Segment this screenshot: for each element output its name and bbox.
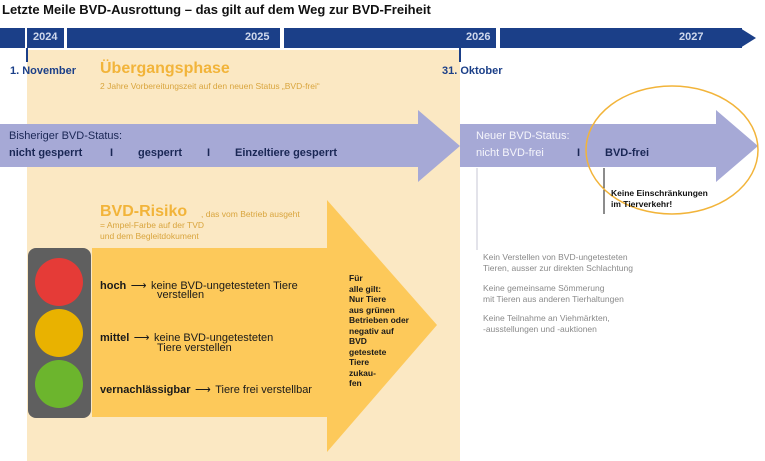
risk-row-negligible: vernachlässigbar ⟶ Tiere frei verstellba… — [100, 380, 312, 398]
all-rule-line: Für — [349, 273, 363, 283]
old-status-not-blocked: nicht gesperrt — [9, 147, 83, 159]
new-status-not-bvd-free: nicht BVD-frei — [476, 147, 544, 159]
risk-level-label: hoch — [100, 280, 127, 292]
all-rule-line: getestete — [349, 346, 387, 357]
timeline-segment-2026 — [284, 28, 496, 48]
all-rule-line: zukau- — [349, 367, 376, 378]
risk-rule-text-cont: verstellen — [157, 289, 205, 301]
page-title: Letzte Meile BVD-Ausrottung – das gilt a… — [2, 2, 431, 17]
restriction-line: Keine gemeinsame Sömmerung — [483, 283, 605, 293]
bvd-frei-highlight-ellipse — [585, 85, 759, 215]
bvd-free-note: Keine Einschränkungen im Tierverkehr! — [611, 188, 708, 210]
restriction-item: Kein Verstellen von BVD-ungetesteten Tie… — [483, 252, 633, 274]
timeline-segment-2027 — [500, 28, 742, 48]
all-rule-text: Für alle gilt: Nur Tiere aus grünen Betr… — [349, 273, 409, 389]
restriction-line: Kein Verstellen von BVD-ungetesteten — [483, 252, 628, 262]
new-status-arrow — [460, 110, 758, 182]
risk-rule-text: Tiere frei verstellbar — [215, 384, 312, 396]
arrow-icon: ⟶ — [194, 384, 211, 396]
new-status-bvd-free: BVD-frei — [605, 147, 650, 159]
transition-phase-title: Übergangsphase — [100, 60, 230, 77]
timeline-segment — [0, 28, 25, 48]
status-separator: I — [207, 147, 211, 159]
risk-rule-text: keine BVD-ungetesteten Tiere — [150, 280, 298, 292]
risk-level-label: mittel — [100, 332, 130, 344]
start-date-label: 1. November — [10, 65, 77, 77]
risk-row-high: hoch ⟶ keine BVD-ungetesteten Tiere — [100, 276, 298, 294]
restriction-line: Keine Teilnahme an Viehmärkten, — [483, 313, 610, 323]
all-rule-line: Nur Tiere — [349, 294, 387, 304]
restriction-item: Keine gemeinsame Sömmerung mit Tieren au… — [483, 283, 624, 305]
all-rule-line: alle gilt: — [349, 283, 382, 294]
green-lamp-icon — [35, 360, 83, 408]
old-status-arrow — [0, 110, 460, 182]
old-status-blocked: gesperrt — [138, 147, 183, 159]
end-date-tick — [459, 48, 461, 62]
all-rule-line: Tiere — [349, 357, 370, 367]
risk-rule-text-cont: Tiere verstellen — [157, 342, 232, 354]
year-label-2024: 2024 — [33, 31, 58, 43]
timeline-arrowhead — [740, 28, 756, 48]
timeline-segment-2025 — [67, 28, 280, 48]
risk-arrow — [92, 200, 437, 452]
risk-subtitle-line: = Ampel-Farbe auf der TVD — [100, 220, 205, 230]
year-label-2025: 2025 — [245, 31, 270, 43]
new-status-heading: Neuer BVD-Status: — [476, 130, 570, 142]
all-rule-line: aus grünen — [349, 304, 395, 315]
risk-subtitle-line: und dem Begleitdokument — [100, 231, 199, 241]
restriction-line: Tieren, ausser zur direkten Schlachtung — [483, 263, 633, 273]
restriction-line: -ausstellungen und -auktionen — [483, 324, 597, 334]
end-date-label: 31. Oktober — [442, 65, 503, 77]
risk-title-note: , das vom Betrieb ausgeht — [201, 209, 300, 219]
risk-level-label: vernachlässigbar — [100, 384, 191, 396]
transition-phase-subtitle: 2 Jahre Vorbereitungszeit auf den neuen … — [100, 81, 320, 91]
timeline-segment-2024 — [27, 28, 64, 48]
timeline-bar: 2024 2025 2026 2027 — [0, 28, 765, 50]
restriction-item: Keine Teilnahme an Viehmärkten, -ausstel… — [483, 313, 610, 335]
arrow-icon: ⟶ — [130, 280, 147, 292]
start-date-tick — [26, 48, 28, 62]
status-separator: I — [577, 147, 581, 159]
old-status-single-animals-blocked: Einzeltiere gesperrt — [235, 147, 338, 159]
arrow-icon: ⟶ — [133, 332, 150, 344]
traffic-light — [28, 248, 91, 418]
all-rule-line: Betrieben oder — [349, 315, 409, 325]
year-label-2026: 2026 — [466, 31, 491, 43]
red-lamp-icon — [35, 258, 83, 306]
bvd-free-note-line: Keine Einschränkungen — [611, 188, 708, 198]
status-separator: I — [110, 147, 114, 159]
all-rule-line: negativ auf BVD — [349, 325, 394, 347]
risk-rule-text: keine BVD-ungetesteten — [154, 332, 274, 344]
year-label-2027: 2027 — [679, 31, 704, 43]
bvd-free-note-line: im Tierverkehr! — [611, 199, 673, 209]
risk-title: BVD-Risiko — [100, 203, 188, 220]
yellow-lamp-icon — [35, 309, 83, 357]
old-status-heading: Bisheriger BVD-Status: — [9, 130, 123, 142]
all-rule-line: fen — [349, 378, 362, 388]
risk-row-medium: mittel ⟶ keine BVD-ungetesteten — [100, 328, 273, 346]
restriction-line: mit Tieren aus anderen Tierhaltungen — [483, 294, 624, 304]
